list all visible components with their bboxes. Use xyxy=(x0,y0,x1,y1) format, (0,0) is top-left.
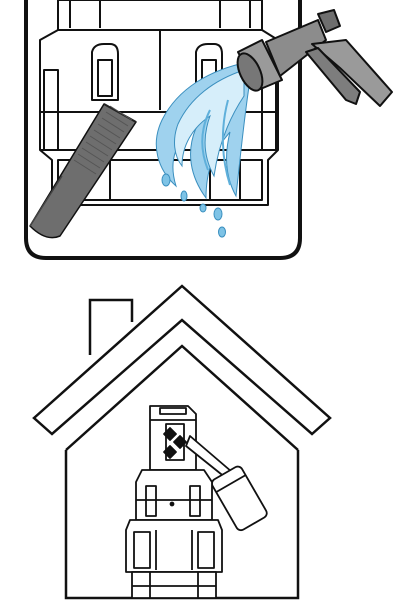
cleaning-panel xyxy=(26,0,392,258)
pump-icon xyxy=(126,406,269,598)
indoor-storage-panel xyxy=(34,286,330,598)
